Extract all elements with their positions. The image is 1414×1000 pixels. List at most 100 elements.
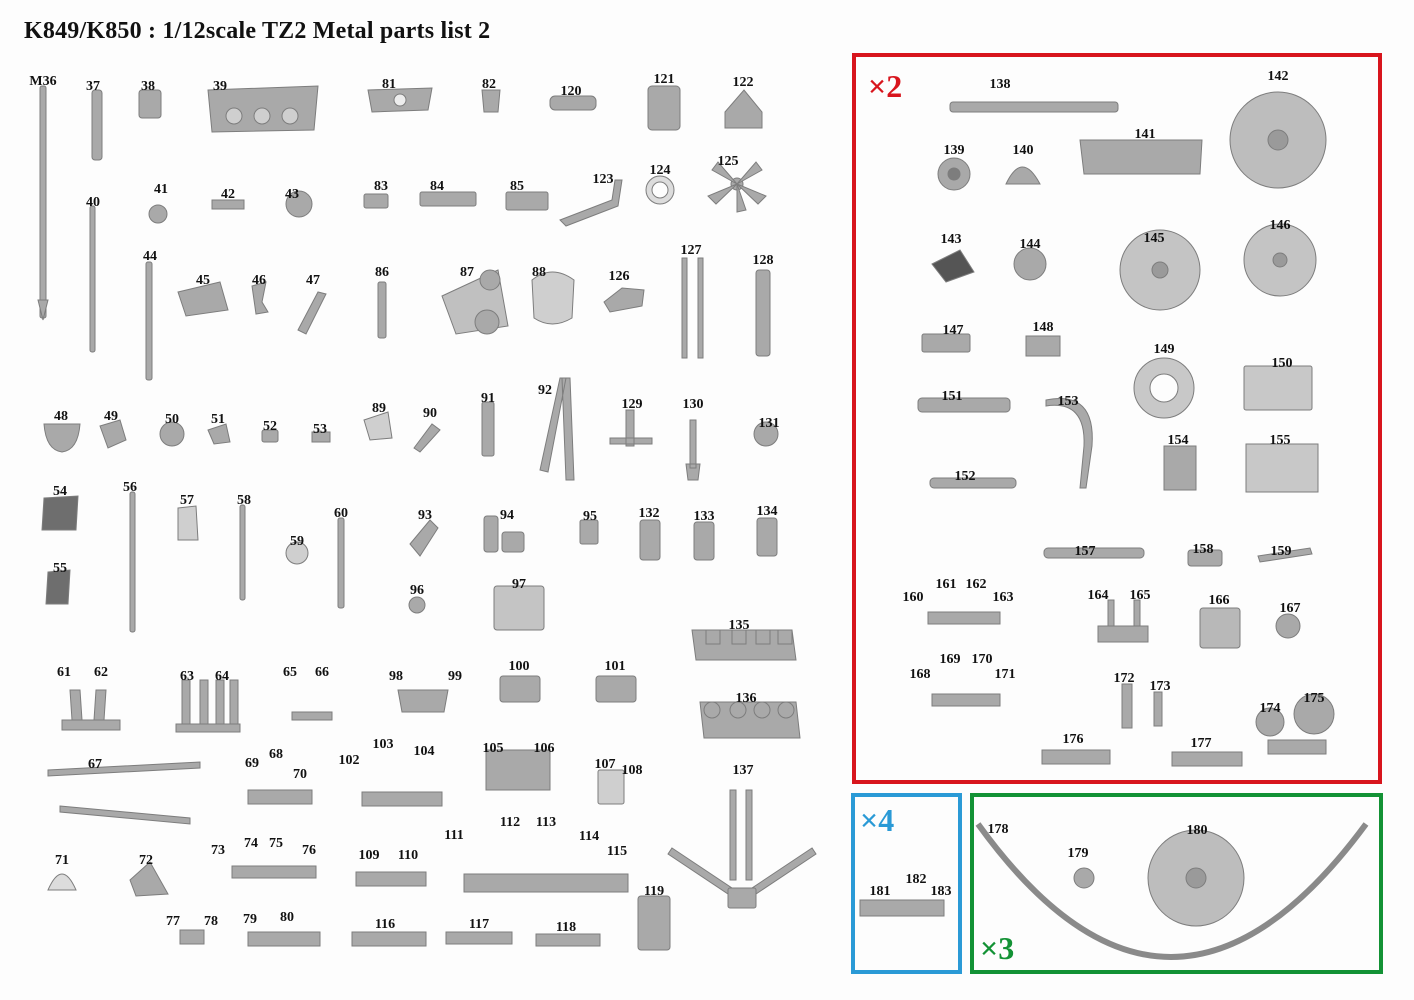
multiplier-x2: ×2 — [868, 68, 903, 104]
part-number-68: 68 — [269, 747, 283, 762]
part-number-47: 47 — [306, 273, 320, 288]
part-number-109: 109 — [358, 848, 380, 863]
part-number-107: 107 — [594, 757, 616, 772]
part-number-54: 54 — [53, 484, 67, 499]
part-number-122: 122 — [732, 75, 754, 90]
part-number-44: 44 — [143, 249, 157, 264]
part-number-110: 110 — [397, 848, 419, 863]
part-number-161: 161 — [935, 577, 957, 592]
part-number-60: 60 — [334, 506, 348, 521]
part-number-172: 172 — [1113, 671, 1135, 686]
part-number-140: 140 — [1012, 143, 1034, 158]
part-number-83: 83 — [374, 179, 388, 194]
part-number-165: 165 — [1129, 588, 1151, 603]
part-number-116: 116 — [374, 917, 396, 932]
part-number-38: 38 — [141, 79, 155, 94]
multiplier-x3: ×3 — [980, 930, 1015, 966]
part-number-132: 132 — [638, 506, 660, 521]
part-number-126: 126 — [608, 269, 630, 284]
part-number-157: 157 — [1074, 544, 1096, 559]
part-number-141: 141 — [1134, 127, 1156, 142]
part-number-154: 154 — [1167, 433, 1189, 448]
part-number-64: 64 — [215, 669, 229, 684]
part-number-43: 43 — [285, 187, 299, 202]
part-number-177: 177 — [1190, 736, 1212, 751]
part-number-115: 115 — [606, 844, 628, 859]
part-number-175: 175 — [1303, 691, 1325, 706]
part-number-127: 127 — [680, 243, 702, 258]
part-number-105: 105 — [482, 741, 504, 756]
part-number-118: 118 — [555, 920, 577, 935]
group-box-x4 — [851, 793, 962, 974]
part-number-176: 176 — [1062, 732, 1084, 747]
part-number-48: 48 — [54, 409, 68, 424]
part-number-94: 94 — [500, 508, 514, 523]
part-number-65: 65 — [283, 665, 297, 680]
part-number-46: 46 — [252, 273, 266, 288]
part-number-100: 100 — [508, 659, 530, 674]
part-number-95: 95 — [583, 509, 597, 524]
part-number-93: 93 — [418, 508, 432, 523]
part-number-160: 160 — [902, 590, 924, 605]
part-number-85: 85 — [510, 179, 524, 194]
part-number-136: 136 — [735, 691, 757, 706]
part-number-104: 104 — [413, 744, 435, 759]
part-number-78: 78 — [204, 914, 218, 929]
part-number-57: 57 — [180, 493, 194, 508]
part-number-123: 123 — [592, 172, 614, 187]
part-number-166: 166 — [1208, 593, 1230, 608]
part-number-75: 75 — [269, 836, 283, 851]
part-number-124: 124 — [649, 163, 671, 178]
part-number-59: 59 — [290, 534, 304, 549]
part-number-143: 143 — [940, 232, 962, 247]
page-title: K849/K850 : 1/12scale TZ2 Metal parts li… — [24, 18, 491, 44]
part-number-111: 111 — [444, 828, 464, 843]
part-number-114: 114 — [578, 829, 600, 844]
part-number-106: 106 — [533, 741, 555, 756]
part-number-102: 102 — [338, 753, 360, 768]
multiplier-x4: ×4 — [860, 802, 895, 838]
part-number-55: 55 — [53, 561, 67, 576]
part-number-137: 137 — [732, 763, 754, 778]
part-number-42: 42 — [221, 187, 235, 202]
part-number-139: 139 — [943, 143, 965, 158]
part-number-153: 153 — [1057, 394, 1079, 409]
part-number-45: 45 — [196, 273, 210, 288]
part-number-134: 134 — [756, 504, 778, 519]
part-number-117: 117 — [468, 917, 490, 932]
part-number-37: 37 — [86, 79, 100, 94]
part-number-142: 142 — [1267, 69, 1289, 84]
part-number-128: 128 — [752, 253, 774, 268]
part-number-163: 163 — [992, 590, 1014, 605]
part-number-M36: M36 — [29, 74, 57, 89]
part-number-131: 131 — [758, 416, 780, 431]
part-number-86: 86 — [375, 265, 389, 280]
part-number-178: 178 — [987, 822, 1009, 837]
part-number-80: 80 — [280, 910, 294, 925]
part-number-69: 69 — [245, 756, 259, 771]
part-number-173: 173 — [1149, 679, 1171, 694]
part-number-169: 169 — [939, 652, 961, 667]
part-number-70: 70 — [293, 767, 307, 782]
part-number-167: 167 — [1279, 601, 1301, 616]
part-number-56: 56 — [123, 480, 137, 495]
part-number-146: 146 — [1269, 218, 1291, 233]
part-number-74: 74 — [244, 836, 258, 851]
part-number-88: 88 — [532, 265, 546, 280]
part-number-62: 62 — [94, 665, 108, 680]
part-number-97: 97 — [512, 577, 526, 592]
part-number-41: 41 — [154, 182, 168, 197]
part-number-168: 168 — [909, 667, 931, 682]
part-number-180: 180 — [1186, 823, 1208, 838]
part-number-158: 158 — [1192, 542, 1214, 557]
part-number-66: 66 — [315, 665, 329, 680]
part-number-51: 51 — [211, 412, 225, 427]
part-number-82: 82 — [482, 77, 496, 92]
part-number-179: 179 — [1067, 846, 1089, 861]
part-number-49: 49 — [104, 409, 118, 424]
part-number-130: 130 — [682, 397, 704, 412]
group-box-x3 — [970, 793, 1383, 974]
part-number-98: 98 — [389, 669, 403, 684]
part-number-162: 162 — [965, 577, 987, 592]
